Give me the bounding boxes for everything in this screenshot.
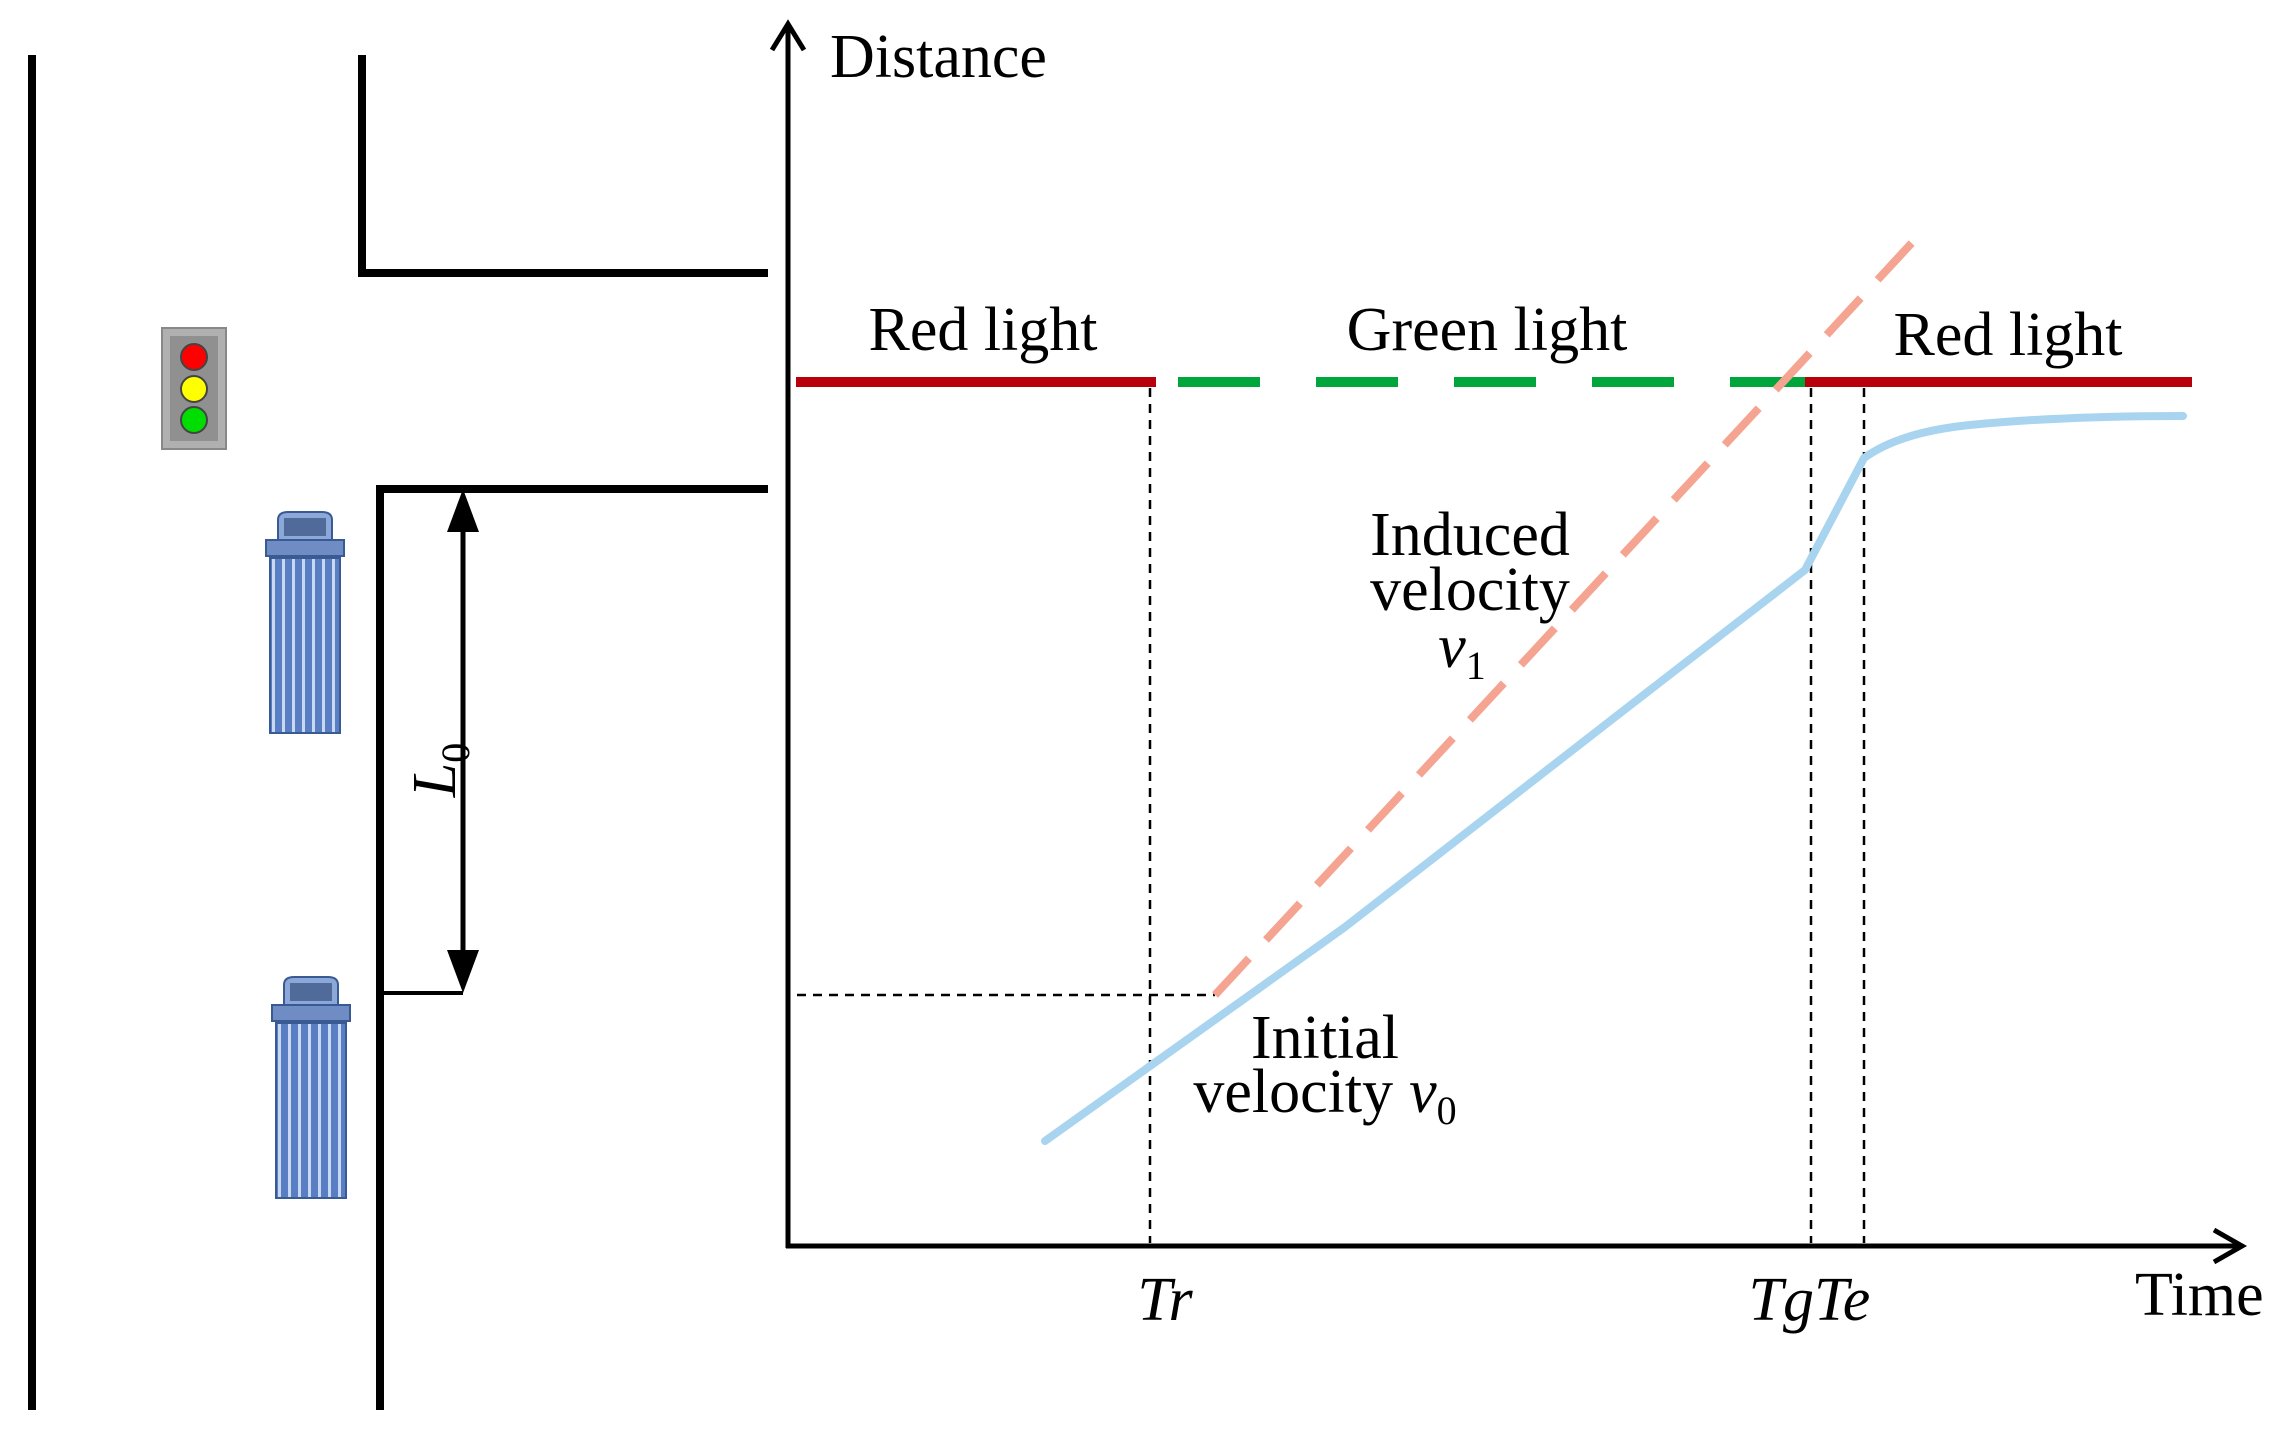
y-axis-label: Distance [830, 23, 1047, 91]
phase-label-red-2: Red light [1893, 301, 2122, 369]
gap-dimension-arrow [447, 489, 479, 993]
tick-label-tg: Tg [1749, 1266, 1814, 1334]
truck-icon [265, 511, 345, 734]
gap-label: L0 [401, 743, 478, 798]
svg-text:velocity: velocity [1370, 556, 1570, 624]
svg-text:Initial: Initial [1251, 1004, 1399, 1072]
x-axis [786, 1227, 2248, 1265]
road-sketch: L0 [28, 55, 768, 1410]
svg-text:Induced: Induced [1370, 501, 1570, 569]
svg-text:v1: v1 [1438, 613, 1486, 688]
road-upper-corner [358, 55, 768, 277]
x-axis-label: Time [2135, 1261, 2264, 1329]
phase-label-green: Green light [1347, 296, 1628, 364]
y-axis [769, 19, 807, 1248]
tick-label-te: Te [1814, 1266, 1870, 1334]
time-distance-plot: Distance Time Tr Tg Te Red light Green l… [769, 19, 2264, 1334]
induced-velocity-line [1212, 230, 1924, 998]
phase-label-red-1: Red light [868, 296, 1097, 364]
truck-icon [271, 976, 351, 1199]
road-lower-corner [376, 485, 768, 1410]
trajectory-curve [1041, 412, 2187, 1145]
traffic-light-icon [161, 327, 227, 450]
tick-label-tr: Tr [1137, 1266, 1193, 1334]
induced-velocity-annotation: Induced velocity v1 [1370, 501, 1570, 688]
